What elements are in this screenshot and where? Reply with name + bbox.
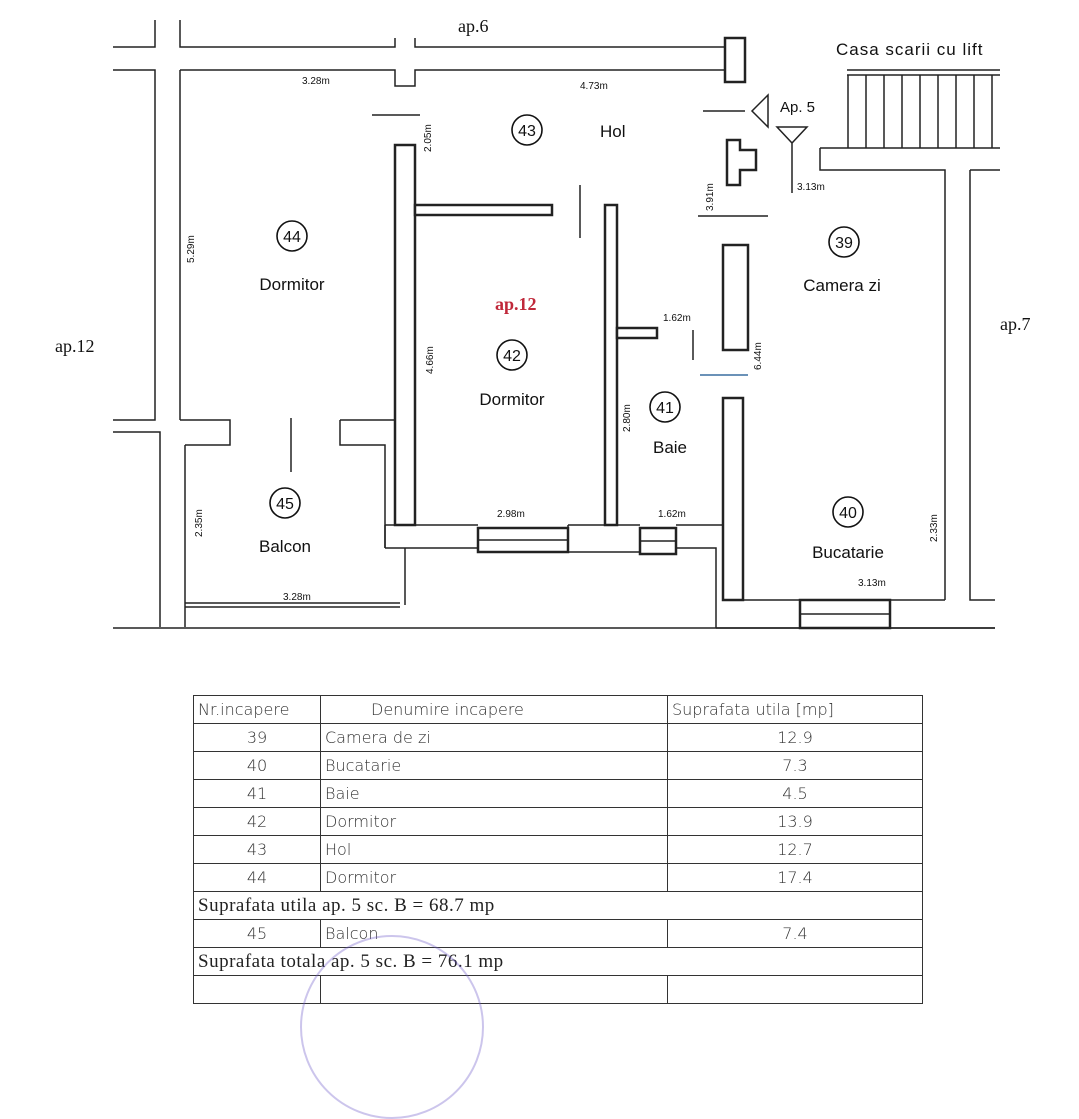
svg-text:Baie: Baie — [653, 438, 687, 457]
svg-text:42: 42 — [503, 348, 521, 365]
header-name: Denumire incapere — [320, 695, 668, 724]
subtotal-text: Suprafata utila ap. 5 sc. B = 68.7 mp — [193, 891, 923, 920]
cell-nr: 45 — [193, 919, 321, 948]
svg-text:3.91m: 3.91m — [705, 183, 716, 211]
cell-area: 12.9 — [667, 723, 923, 752]
svg-text:40: 40 — [839, 505, 857, 522]
cell-area: 17.4 — [667, 863, 923, 892]
cell-nr: 39 — [193, 723, 321, 752]
empty-cell — [193, 975, 321, 1004]
cell-nr: 40 — [193, 751, 321, 780]
svg-text:39: 39 — [835, 235, 853, 252]
svg-text:44: 44 — [283, 229, 301, 246]
cell-name: Dormitor — [320, 863, 668, 892]
cell-nr: 42 — [193, 807, 321, 836]
svg-text:1.62m: 1.62m — [663, 313, 691, 324]
cell-name: Hol — [320, 835, 668, 864]
cell-name: Camera de zi — [320, 723, 668, 752]
empty-cell — [667, 975, 923, 1004]
subtotal-row: Suprafata utila ap. 5 sc. B = 68.7 mp — [193, 891, 923, 920]
label-ap6: ap.6 — [458, 16, 489, 36]
room-41: 41 Baie — [649, 391, 687, 457]
room-40: 40 Bucatarie — [812, 496, 884, 562]
cell-name: Baie — [320, 779, 668, 808]
svg-text:Hol: Hol — [600, 122, 626, 141]
svg-text:2.98m: 2.98m — [497, 509, 525, 520]
svg-text:Dormitor: Dormitor — [259, 275, 325, 294]
svg-text:5.29m: 5.29m — [186, 235, 197, 263]
cell-area: 12.7 — [667, 835, 923, 864]
svg-text:43: 43 — [518, 123, 536, 140]
svg-text:41: 41 — [656, 400, 674, 417]
svg-text:1.62m: 1.62m — [658, 509, 686, 520]
svg-text:4.66m: 4.66m — [425, 346, 436, 374]
svg-text:2.35m: 2.35m — [194, 509, 205, 537]
room-39: 39 Camera zi — [803, 226, 881, 295]
svg-text:3.13m: 3.13m — [858, 578, 886, 589]
cell-area: 13.9 — [667, 807, 923, 836]
room-42: 42 Dormitor — [479, 339, 545, 409]
svg-text:45: 45 — [276, 496, 294, 513]
cell-area: 4.5 — [667, 779, 923, 808]
header-area: Suprafata utila [mp] — [667, 695, 923, 724]
svg-text:2.80m: 2.80m — [622, 404, 633, 432]
dimensions: 3.28m 4.73m 2.05m 5.29m 3.91m 3.13m 1.62… — [186, 76, 940, 603]
stairs — [847, 69, 1000, 148]
label-stairs: Casa scarii cu lift — [836, 40, 983, 59]
cell-name: Dormitor — [320, 807, 668, 836]
svg-text:3.13m: 3.13m — [797, 182, 825, 193]
room-44: 44 Dormitor — [259, 220, 325, 294]
certification-stamp — [300, 935, 484, 1119]
floor-plan: ap.6 ap.7 ap.12 ap.12 Casa scarii cu lif… — [55, 16, 1031, 630]
svg-text:3.28m: 3.28m — [283, 592, 311, 603]
room-area-table: Nr.incapere Denumire incapere Suprafata … — [193, 695, 923, 1004]
walls — [113, 20, 1000, 630]
cell-name: Bucatarie — [320, 751, 668, 780]
total-row: Suprafata totala ap. 5 sc. B = 76.1 mp — [193, 947, 923, 976]
room-45: 45 Balcon — [259, 487, 311, 556]
total-text: Suprafata totala ap. 5 sc. B = 76.1 mp — [193, 947, 923, 976]
label-ap12-left: ap.12 — [55, 336, 95, 356]
label-entrance: Ap. 5 — [780, 99, 815, 116]
svg-text:Bucatarie: Bucatarie — [812, 543, 884, 562]
header-nr: Nr.incapere — [193, 695, 321, 724]
label-ap12-center: ap.12 — [495, 294, 537, 314]
room-43: 43 Hol — [511, 114, 626, 146]
svg-text:Balcon: Balcon — [259, 537, 311, 556]
cell-area: 7.3 — [667, 751, 923, 780]
cell-nr: 43 — [193, 835, 321, 864]
svg-text:6.44m: 6.44m — [753, 342, 764, 370]
label-ap7: ap.7 — [1000, 314, 1031, 334]
svg-text:3.28m: 3.28m — [302, 76, 330, 87]
cell-nr: 41 — [193, 779, 321, 808]
table-header: Nr.incapere Denumire incapere Suprafata … — [193, 695, 923, 724]
svg-text:Dormitor: Dormitor — [479, 390, 545, 409]
svg-text:Camera zi: Camera zi — [803, 276, 880, 295]
svg-text:2.33m: 2.33m — [929, 514, 940, 542]
empty-row — [193, 975, 923, 1004]
cell-nr: 44 — [193, 863, 321, 892]
svg-text:4.73m: 4.73m — [580, 81, 608, 92]
cell-area: 7.4 — [667, 919, 923, 948]
svg-text:2.05m: 2.05m — [423, 124, 434, 152]
